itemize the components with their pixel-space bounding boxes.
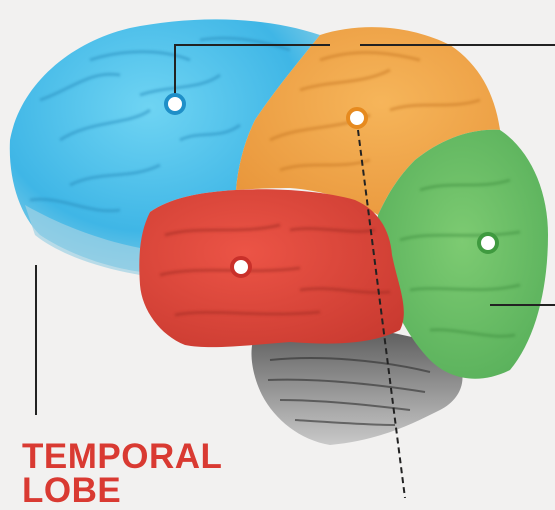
temporal-marker [232, 258, 250, 276]
brain-diagram [0, 0, 555, 498]
occipital-marker [479, 234, 497, 252]
label-line-1: TEMPORAL [22, 440, 222, 474]
label-line-2: LOBE [22, 474, 222, 508]
frontal-marker [166, 95, 184, 113]
temporal-lobe-region [139, 189, 404, 347]
parietal-marker [348, 109, 366, 127]
